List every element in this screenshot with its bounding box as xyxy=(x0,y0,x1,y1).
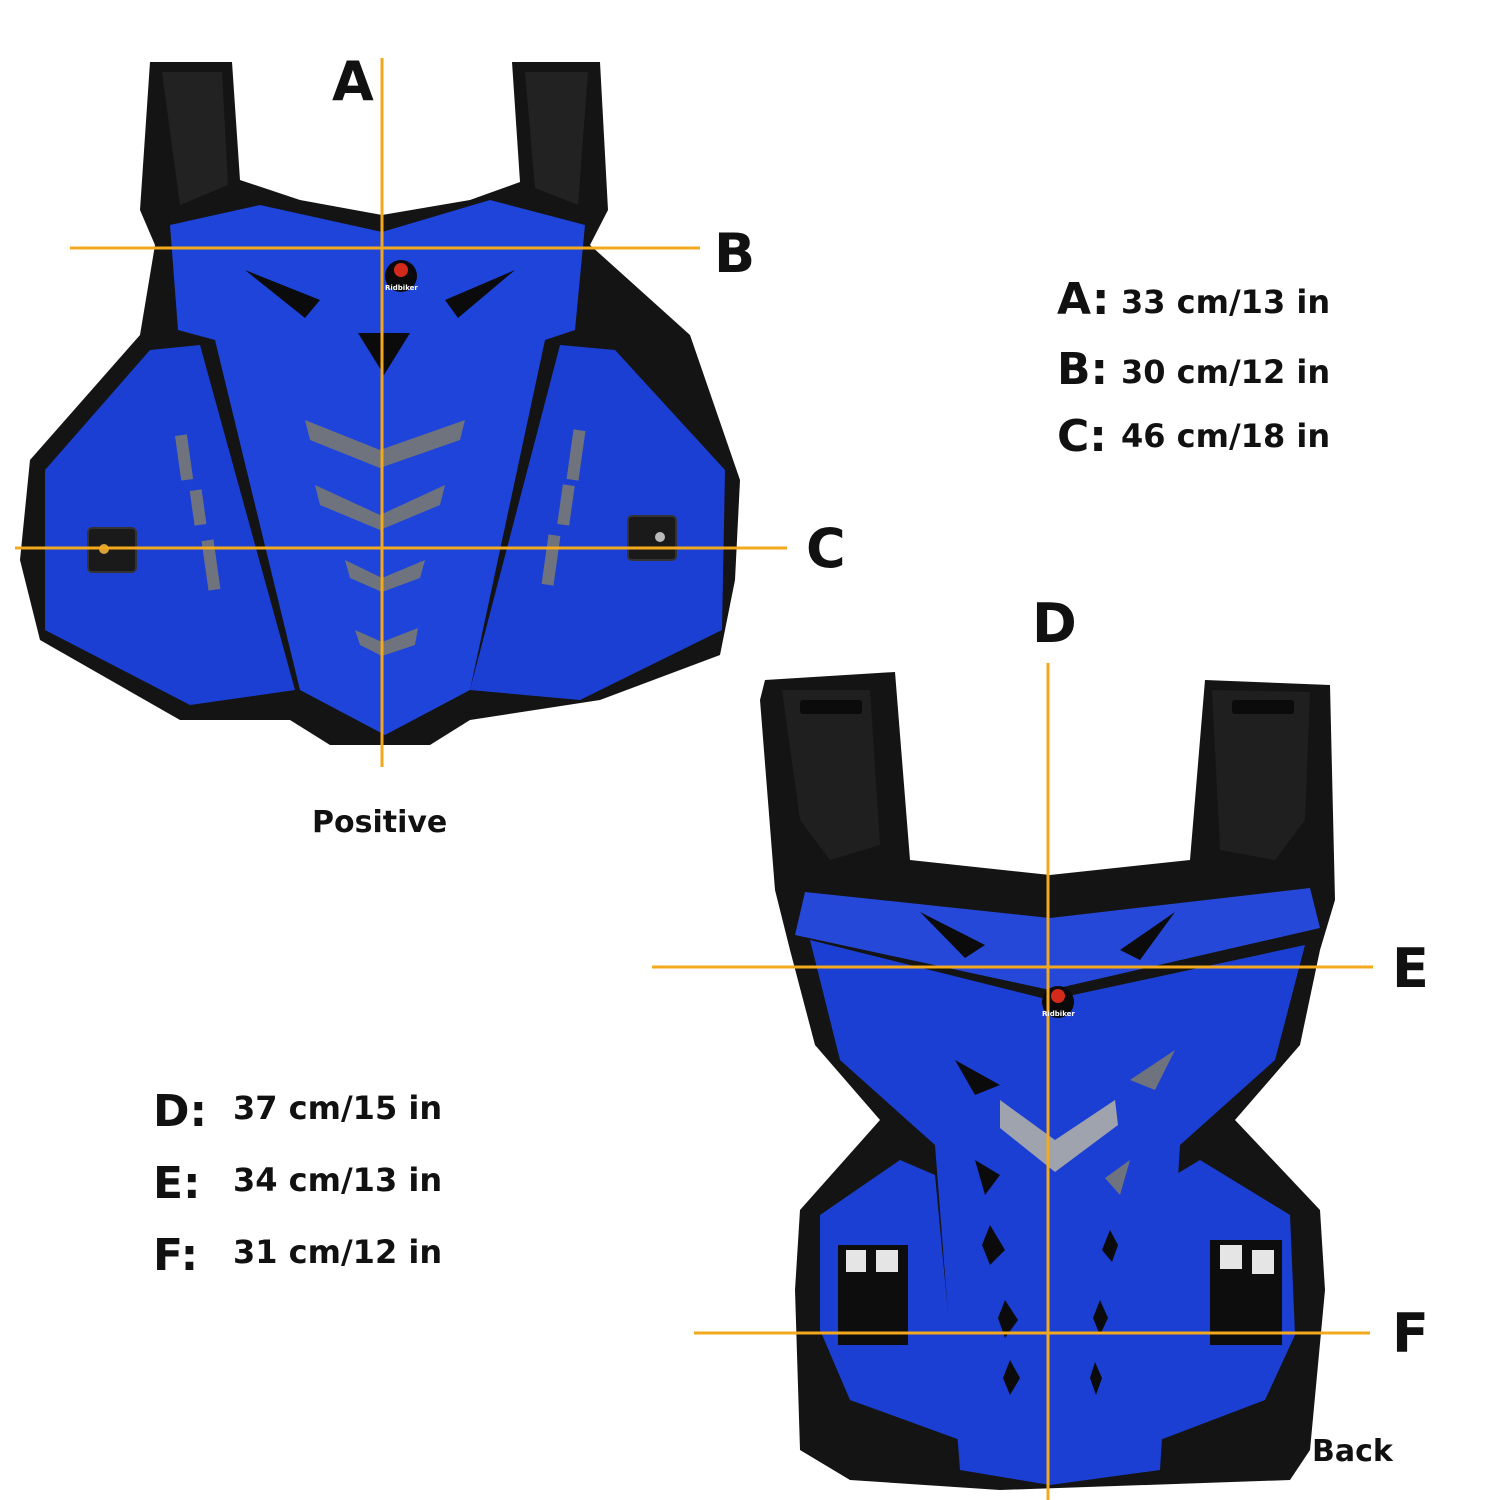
back-vent-diamond-6 xyxy=(1090,1362,1102,1395)
back-reflective-chevron xyxy=(1000,1100,1118,1172)
marker-c: C xyxy=(806,517,846,580)
front-left-slot-1 xyxy=(174,434,194,481)
back-vent-left-upper xyxy=(920,912,985,958)
marker-a: A xyxy=(332,50,374,113)
back-vent-chevron-2 xyxy=(1105,1160,1130,1195)
front-left-slot-2 xyxy=(189,489,207,526)
back-vent-right-upper xyxy=(1120,912,1175,960)
measurement-key: F: xyxy=(153,1230,199,1281)
back-vent-left-mid xyxy=(955,1060,1000,1095)
marker-f: F xyxy=(1392,1302,1429,1365)
back-vent-diamond-4 xyxy=(1093,1300,1108,1335)
measurement-value: 37 cm/15 in xyxy=(233,1089,443,1127)
front-vent-chevron-3 xyxy=(345,560,425,592)
front-left-strap xyxy=(162,72,228,205)
back-center-panel xyxy=(810,940,1305,1485)
front-vent-right-upper xyxy=(445,270,515,318)
back-vent-chevron-1 xyxy=(975,1160,1000,1195)
back-left-strap-slot xyxy=(800,700,862,714)
back-vent-right-mid xyxy=(1130,1050,1175,1090)
marker-d: D xyxy=(1032,592,1077,655)
marker-b: B xyxy=(714,222,756,285)
measurement-key: B: xyxy=(1057,344,1109,395)
measurement-value: 31 cm/12 in xyxy=(233,1233,443,1271)
back-vent-diamond-3 xyxy=(998,1300,1018,1338)
measurement-key: E: xyxy=(153,1158,201,1209)
back-top-yoke xyxy=(795,888,1320,990)
back-left-strap xyxy=(782,690,880,860)
back-logo-text: Ridbiker xyxy=(1042,1010,1075,1018)
back-right-strap-slot xyxy=(1232,700,1294,714)
front-right-slot-1 xyxy=(566,429,586,481)
measurement-key: A: xyxy=(1057,274,1110,325)
front-vent-chevron-4 xyxy=(355,628,418,656)
measurement-key: D: xyxy=(153,1086,208,1137)
front-vent-chevron-2 xyxy=(315,485,445,530)
back-caption: Back xyxy=(1312,1434,1393,1469)
front-right-slot-2 xyxy=(557,484,575,526)
back-vent-diamond-1 xyxy=(982,1225,1005,1265)
front-center-panel xyxy=(170,200,585,735)
front-right-panel xyxy=(470,345,725,700)
measurement-key: C: xyxy=(1057,411,1107,462)
front-left-panel xyxy=(45,345,295,705)
front-caption: Positive xyxy=(312,805,448,840)
back-right-strap xyxy=(1212,690,1310,860)
front-right-buckle-rivet xyxy=(655,532,665,542)
measurement-value: 30 cm/12 in xyxy=(1121,353,1331,391)
back-vent-diamond-2 xyxy=(1102,1230,1118,1262)
measurement-value: 34 cm/13 in xyxy=(233,1161,443,1199)
front-vent-left-upper xyxy=(245,270,320,318)
front-right-strap xyxy=(525,72,588,205)
measurement-value: 33 cm/13 in xyxy=(1121,283,1331,321)
back-vent-diamond-5 xyxy=(1003,1360,1020,1395)
front-logo-text: Ridbiker xyxy=(385,284,418,292)
front-left-buckle xyxy=(87,527,137,573)
measurement-value: 46 cm/18 in xyxy=(1121,417,1331,455)
marker-e: E xyxy=(1392,937,1429,1000)
front-left-slot-3 xyxy=(201,539,221,591)
front-vent-top-triangle xyxy=(358,333,410,375)
front-vent-chevron-1 xyxy=(305,420,465,468)
